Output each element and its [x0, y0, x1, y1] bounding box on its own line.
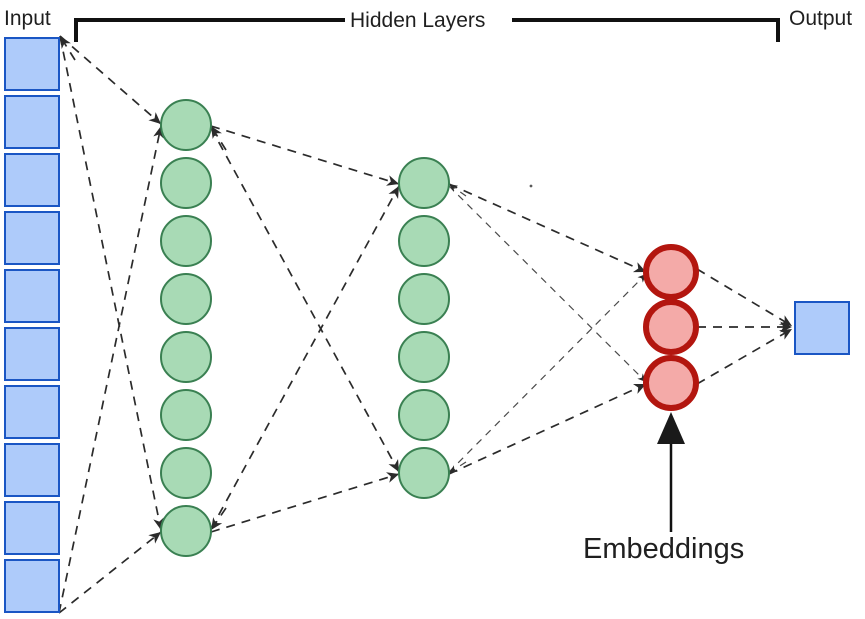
edge-input-top-anchor-arrow: [59, 35, 76, 61]
hidden2-node[interactable]: [398, 331, 450, 383]
embedding-node[interactable]: [643, 299, 699, 355]
hidden-layer-2: [398, 157, 450, 499]
edge-h2-bottom-anchor-arrow: [448, 461, 467, 474]
input-node[interactable]: [4, 501, 60, 555]
embeddings-callout: [657, 412, 685, 532]
hidden2-node[interactable]: [398, 157, 450, 209]
hidden-layer-1: [160, 99, 212, 557]
input-node[interactable]: [4, 327, 60, 381]
output-layer: [794, 301, 850, 355]
hidden2-node[interactable]: [398, 447, 450, 499]
input-node[interactable]: [4, 153, 60, 207]
hidden1-node[interactable]: [160, 99, 212, 151]
edges-hidden2-to-embeddings: [448, 183, 647, 475]
edge-h1-bottom-left-arrow: [210, 507, 227, 531]
edges-embeddings-to-output: [696, 268, 793, 385]
stray-dot-mark: [529, 184, 533, 188]
hidden1-node[interactable]: [160, 215, 212, 267]
input-node[interactable]: [4, 385, 60, 439]
hidden1-node[interactable]: [160, 157, 212, 209]
hidden2-node[interactable]: [398, 215, 450, 267]
hidden-layers-bracket: [74, 18, 780, 42]
hidden1-node[interactable]: [160, 389, 212, 441]
edge-h2-top-to-emb-top: [448, 183, 647, 273]
bracket-right-segment: [512, 18, 780, 42]
embeddings-callout-arrowhead: [657, 412, 685, 444]
edge-input-top-to-h1-bottom: [59, 35, 164, 531]
input-node[interactable]: [4, 37, 60, 91]
embedding-node[interactable]: [643, 355, 699, 411]
output-label: Output: [789, 7, 852, 30]
edge-h1-top-left-arrow: [210, 125, 227, 151]
hidden1-node[interactable]: [160, 273, 212, 325]
hidden2-node[interactable]: [398, 389, 450, 441]
edge-h2-top-anchor-arrow: [448, 183, 467, 197]
embeddings-label: Embeddings: [583, 533, 744, 565]
input-node[interactable]: [4, 269, 60, 323]
edge-input-bottom-to-h1-top: [58, 125, 164, 614]
edge-emb-bottom-to-output: [696, 328, 793, 385]
embeddings-layer: [643, 244, 699, 411]
edge-h2-bottom-to-emb-top: [448, 273, 647, 473]
input-node[interactable]: [4, 95, 60, 149]
hidden2-node[interactable]: [398, 273, 450, 325]
input-node[interactable]: [4, 443, 60, 497]
edges-input-to-hidden1: [58, 35, 164, 614]
edge-emb-top-to-output: [696, 268, 793, 327]
input-label: Input: [4, 7, 51, 30]
edges-hidden1-to-hidden2: [210, 125, 400, 533]
hidden1-node[interactable]: [160, 331, 212, 383]
embedding-node[interactable]: [643, 244, 699, 300]
edge-h1-top-to-h2-bottom: [210, 127, 400, 473]
hidden-layers-label: Hidden Layers: [350, 9, 485, 32]
edge-h1-top-to-h2-top: [210, 125, 400, 186]
edge-input-top-to-h1-top: [59, 35, 162, 125]
input-layer: [4, 37, 60, 613]
hidden1-node[interactable]: [160, 447, 212, 499]
edge-h2-bottom-to-emb-bottom: [448, 383, 647, 475]
bracket-left-segment: [74, 18, 345, 42]
input-node[interactable]: [4, 211, 60, 265]
hidden1-node[interactable]: [160, 505, 212, 557]
edge-h2-top-to-emb-bottom: [448, 185, 647, 383]
output-node[interactable]: [794, 301, 850, 355]
edge-h1-bottom-to-h2-bottom: [210, 472, 400, 533]
edge-input-bottom-to-h1-bottom: [58, 531, 162, 614]
edge-h1-bottom-to-h2-top: [210, 185, 400, 530]
input-node[interactable]: [4, 559, 60, 613]
